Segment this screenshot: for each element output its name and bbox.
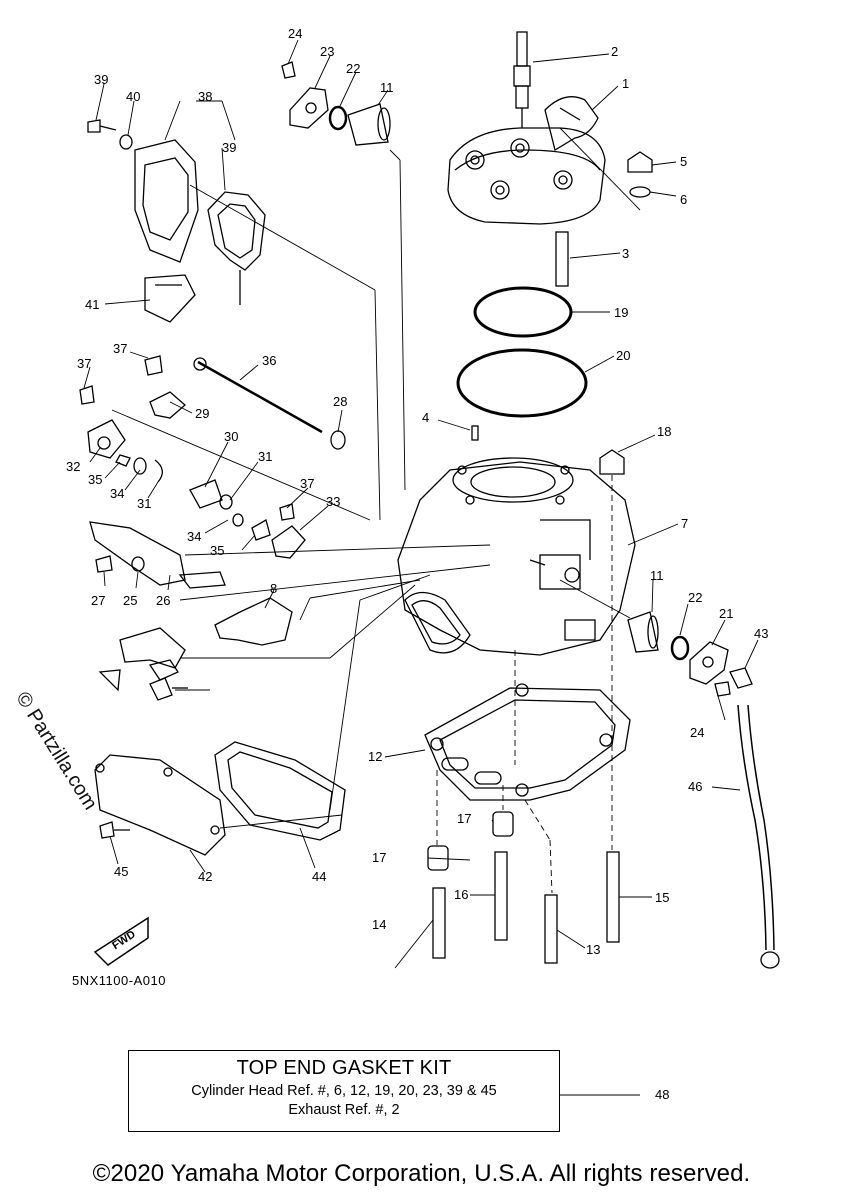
part-label-14: 15 bbox=[655, 890, 669, 905]
part-label-17-bottom: 17 bbox=[372, 850, 386, 865]
part-label-24-right: 24 bbox=[690, 725, 704, 740]
part-label-29: 29 bbox=[195, 406, 209, 421]
o-ring-small-part bbox=[473, 286, 573, 338]
part-label-8: 8 bbox=[270, 581, 277, 596]
bolt-46-part bbox=[99, 821, 130, 839]
part-label-38: 38 bbox=[198, 89, 212, 104]
part-label-22: 23 bbox=[320, 44, 334, 59]
part-label-47: 46 bbox=[688, 779, 702, 794]
part-label-23-top: 22 bbox=[346, 61, 360, 76]
gasket-kit-box: TOP END GASKET KIT Cylinder Head Ref. #,… bbox=[128, 1050, 560, 1132]
part-label-25: 25 bbox=[123, 593, 137, 608]
side-cover-43-part bbox=[94, 754, 226, 856]
part-label-13: 13 bbox=[586, 942, 600, 957]
spark-plug-part bbox=[513, 31, 531, 128]
part-label-26: 26 bbox=[156, 593, 170, 608]
part-label-31-a: 31 bbox=[258, 449, 272, 464]
o-ring-large-part bbox=[456, 348, 588, 418]
part-label-27: 27 bbox=[91, 593, 105, 608]
part-label-11-top: 11 bbox=[380, 80, 394, 95]
exhaust-valve-cover-part bbox=[134, 139, 266, 323]
cylinder-part bbox=[397, 457, 636, 656]
gasket-45-part bbox=[214, 741, 346, 841]
part-label-24-top: 24 bbox=[288, 26, 302, 41]
part-label-12: 12 bbox=[368, 749, 382, 764]
part-label-35-b: 35 bbox=[210, 543, 224, 558]
part-label-7: 7 bbox=[681, 516, 688, 531]
part-label-35-a: 35 bbox=[88, 472, 102, 487]
part-label-16: 16 bbox=[454, 887, 468, 902]
gasket-kit-line-1: Cylinder Head Ref. #, 6, 12, 19, 20, 23,… bbox=[191, 1083, 497, 1099]
valve-linkage-parts bbox=[79, 355, 306, 559]
diagram-code: 5NX1100-A010 bbox=[72, 973, 166, 988]
part-label-30: 30 bbox=[224, 429, 238, 444]
part-label-37-c: 37 bbox=[300, 476, 314, 491]
bracket-26-part bbox=[89, 521, 226, 589]
gasket-kit-title: TOP END GASKET KIT bbox=[236, 1057, 452, 1079]
cylinder-studs bbox=[427, 811, 620, 964]
part-label-31-b: 31 bbox=[137, 496, 151, 511]
bolt-40-part bbox=[87, 119, 133, 150]
cylinder-nut-part bbox=[599, 449, 625, 475]
valve-shaft-part bbox=[193, 357, 346, 450]
part-label-23-right: 22 bbox=[688, 590, 702, 605]
part-label-36: 36 bbox=[262, 353, 276, 368]
base-gasket-part bbox=[424, 683, 631, 801]
valve-part-8 bbox=[214, 597, 293, 646]
part-label-34-a: 34 bbox=[110, 486, 124, 501]
part-label-48: 48 bbox=[655, 1087, 669, 1102]
copyright-notice: ©2020 Yamaha Motor Corporation, U.S.A. A… bbox=[92, 1160, 751, 1187]
part-label-6: 6 bbox=[680, 192, 687, 207]
part-label-32: 32 bbox=[66, 459, 80, 474]
part-label-11-right: 11 bbox=[650, 568, 664, 583]
part-label-18: 18 bbox=[657, 424, 671, 439]
valve-housing-22-part bbox=[281, 61, 391, 146]
gasket-kit-line-2: Exhaust Ref. #, 2 bbox=[288, 1102, 400, 1118]
dowel-pin-part bbox=[471, 425, 479, 441]
part-label-46: 45 bbox=[114, 864, 128, 879]
part-label-34-b: 34 bbox=[187, 529, 201, 544]
cylinder-head-part bbox=[447, 96, 606, 225]
holder-clips bbox=[98, 627, 188, 701]
fwd-arrow-icon bbox=[93, 916, 149, 966]
head-nut-part bbox=[627, 151, 653, 198]
head-stud-part bbox=[555, 231, 569, 287]
part-label-42: 41 bbox=[85, 297, 99, 312]
part-label-43: 42 bbox=[198, 869, 212, 884]
part-label-4: 4 bbox=[422, 410, 429, 425]
right-side-parts bbox=[627, 611, 780, 969]
part-label-41: 40 bbox=[126, 89, 140, 104]
part-label-15: 14 bbox=[372, 917, 386, 932]
part-label-33: 33 bbox=[326, 494, 340, 509]
part-label-37-b: 37 bbox=[77, 356, 91, 371]
fwd-label: FWD bbox=[110, 928, 138, 952]
part-label-44: 43 bbox=[754, 626, 768, 641]
part-label-28: 28 bbox=[333, 394, 347, 409]
part-label-40: 39 bbox=[94, 72, 108, 87]
part-label-21: 21 bbox=[719, 606, 733, 621]
part-label-5: 5 bbox=[680, 154, 687, 169]
part-label-37-a: 37 bbox=[113, 341, 127, 356]
part-label-19: 19 bbox=[614, 305, 628, 320]
part-label-2: 2 bbox=[611, 44, 618, 59]
part-label-3: 3 bbox=[622, 246, 629, 261]
part-label-45: 44 bbox=[312, 869, 326, 884]
part-label-1: 1 bbox=[622, 76, 629, 91]
part-label-20: 20 bbox=[616, 348, 630, 363]
part-label-17-top: 17 bbox=[457, 811, 471, 826]
part-label-39: 39 bbox=[222, 140, 236, 155]
